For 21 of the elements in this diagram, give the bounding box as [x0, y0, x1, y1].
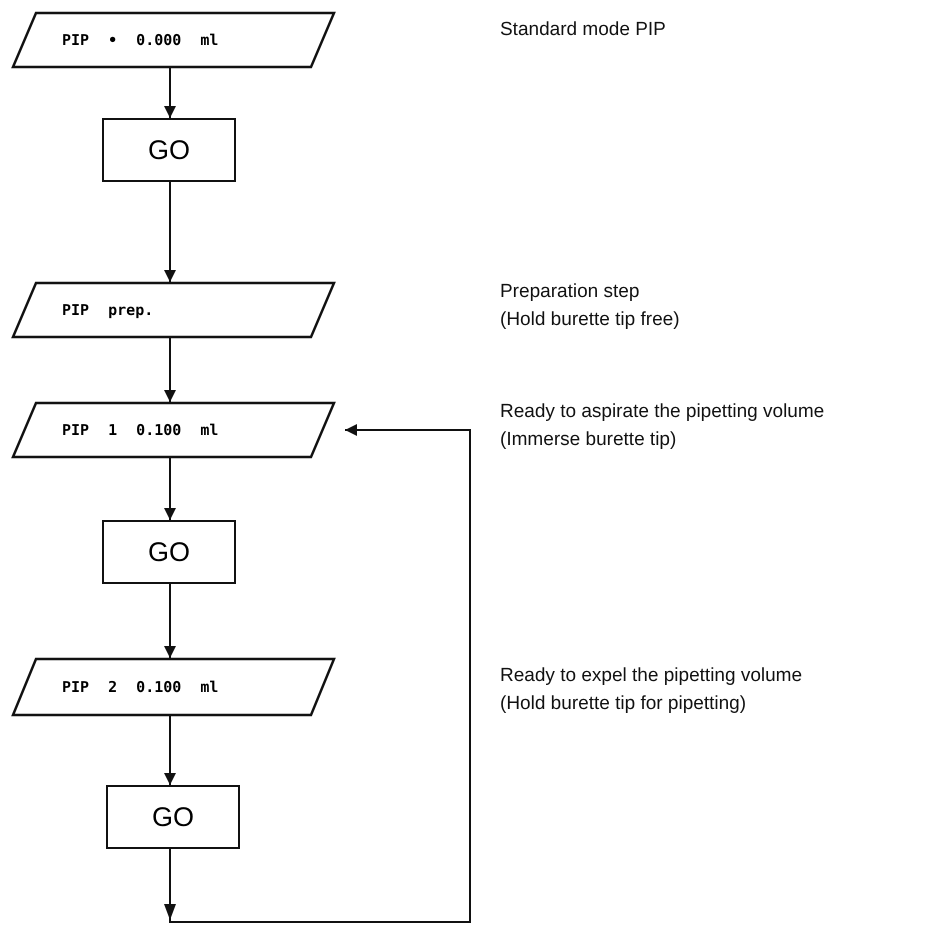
key-box [102, 520, 236, 584]
key-label: GO [148, 536, 190, 568]
display-parallelogram [12, 402, 335, 458]
step-description: (Hold burette tip free) [500, 308, 680, 332]
key-label: GO [152, 802, 194, 832]
step-description: Standard mode PIP [500, 18, 666, 42]
step-description: Ready to aspirate the pipetting volume [500, 400, 824, 424]
display-text: PIP prep. [62, 301, 154, 319]
display-text: PIP 2 0.100 ml [62, 678, 218, 696]
step-description: Preparation step [500, 280, 640, 304]
step-description: Ready to expel the pipetting volume [500, 664, 802, 688]
display-parallelogram [12, 658, 335, 716]
key-label: GO [148, 134, 190, 166]
display-parallelogram [12, 12, 335, 68]
step-description: (Immerse burette tip) [500, 428, 678, 452]
display-parallelogram [12, 282, 335, 338]
key-box [106, 785, 240, 849]
display-text: PIP 1 0.100 ml [62, 421, 218, 439]
step-description: (Hold burette tip for pipetting) [500, 692, 748, 716]
display-text: PIP • 0.000 ml [62, 31, 218, 49]
key-box [102, 118, 236, 182]
